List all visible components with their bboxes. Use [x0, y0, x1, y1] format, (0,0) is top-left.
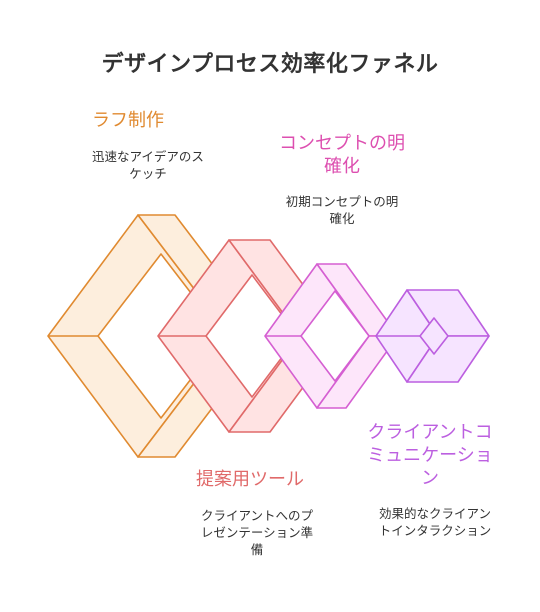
- stage-2-label: コンセプトの明 確化: [279, 133, 405, 177]
- diagram-title: デザインプロセス効率化ファネル: [101, 52, 439, 77]
- stage-3-label: 提案用ツール: [196, 469, 304, 490]
- stage-1-description: 迅速なアイデアのス ケッチ: [92, 149, 204, 181]
- stage-4-description: 効果的なクライアン トインタラクション: [378, 506, 492, 538]
- stage-2-description: 初期コンセプトの明 確化: [285, 194, 399, 226]
- stage-3-description: クライアントへのプ レゼンテーション準 備: [200, 508, 314, 557]
- stage-4-shape: [375, 289, 490, 383]
- stage-4-label: クライアントコ ミュニケーショ ン: [367, 422, 493, 489]
- stage-1-label: ラフ制作: [92, 110, 164, 131]
- stage-3-shape: [264, 263, 399, 409]
